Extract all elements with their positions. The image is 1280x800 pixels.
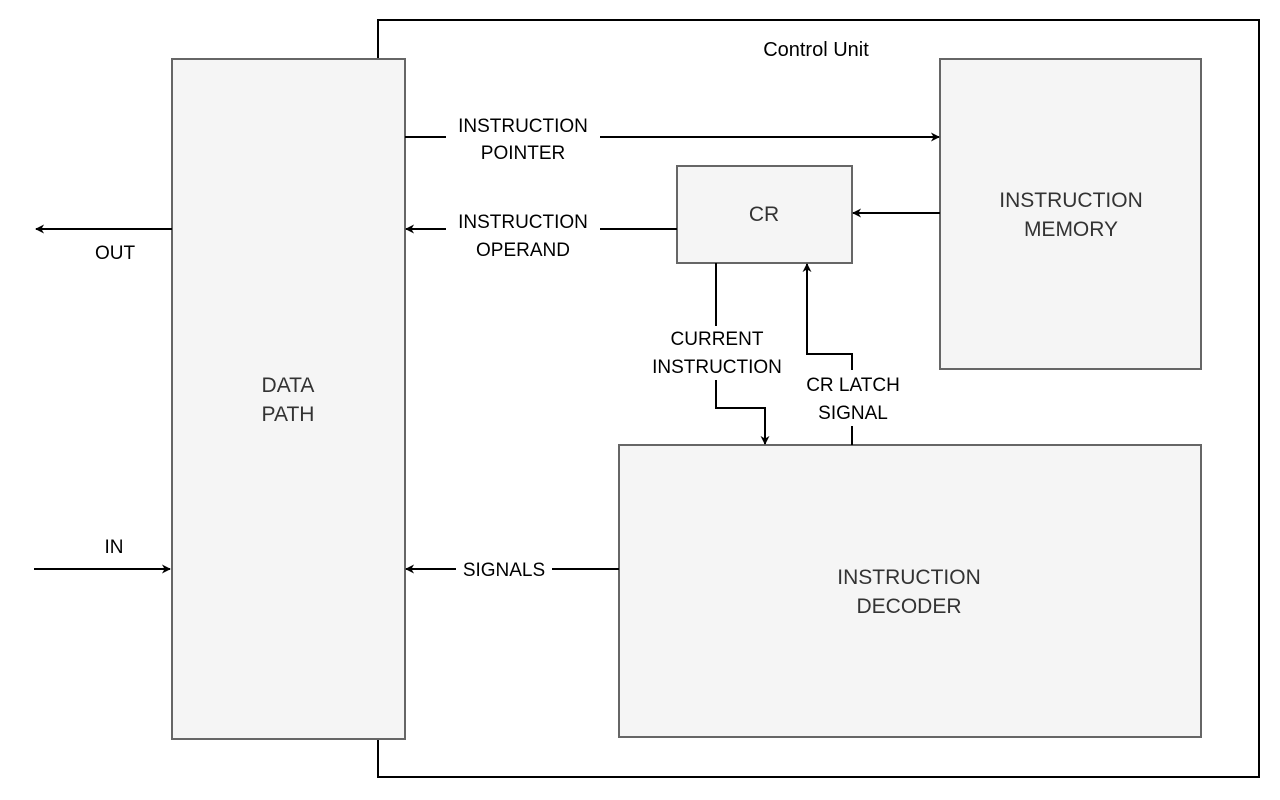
instruction-memory-label-line1: INSTRUCTION xyxy=(999,189,1143,212)
cr-latch-signal-label-line1: CR LATCH xyxy=(806,375,900,396)
in-label: IN xyxy=(105,537,124,558)
instruction-memory-label-line2: MEMORY xyxy=(1024,218,1118,241)
data-path-label-line1: DATA xyxy=(262,374,315,397)
data-path-label-line2: PATH xyxy=(262,403,315,426)
out-label: OUT xyxy=(95,243,136,264)
current-instruction-label-line1: CURRENT xyxy=(671,329,764,350)
instruction-decoder-label-line2: DECODER xyxy=(856,595,961,618)
instruction-operand-label-line1: INSTRUCTION xyxy=(458,212,588,233)
instruction-pointer-label-line2: POINTER xyxy=(481,143,565,164)
instruction-decoder-label-line1: INSTRUCTION xyxy=(837,566,981,589)
instruction-operand-label-line2: OPERAND xyxy=(476,240,570,261)
signals-label: SIGNALS xyxy=(463,560,545,581)
cr-latch-signal-label-line2: SIGNAL xyxy=(818,403,888,424)
cr-label: CR xyxy=(749,203,779,226)
cr-box: CR xyxy=(676,165,853,264)
instruction-pointer-label-line1: INSTRUCTION xyxy=(458,116,588,137)
instruction-memory-box: INSTRUCTION MEMORY xyxy=(939,58,1202,370)
control-unit-title: Control Unit xyxy=(763,39,869,61)
instruction-decoder-box: INSTRUCTION DECODER xyxy=(618,444,1202,738)
data-path-box: DATA PATH xyxy=(171,58,406,740)
current-instruction-label-line2: INSTRUCTION xyxy=(652,357,782,378)
